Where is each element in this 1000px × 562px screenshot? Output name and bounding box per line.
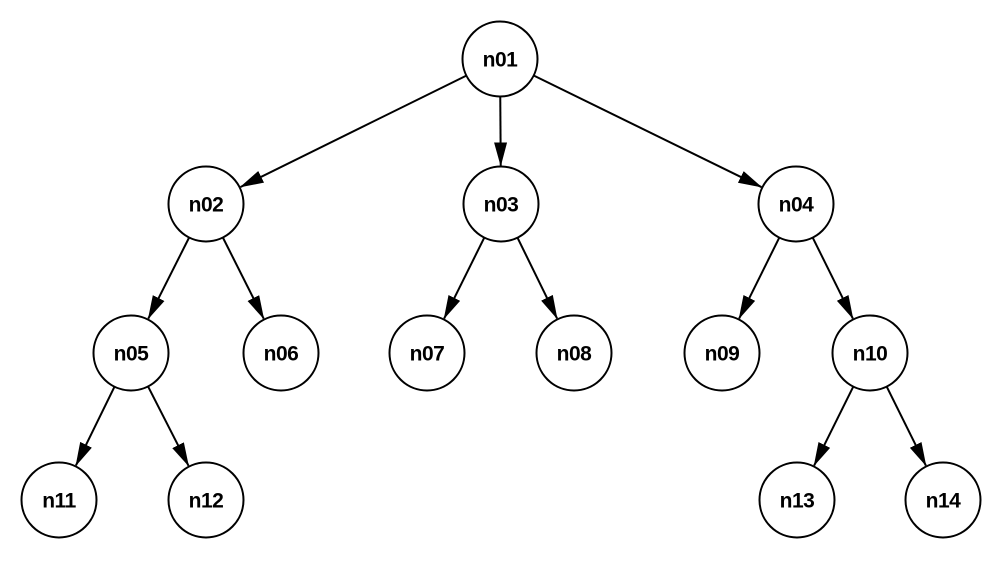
node-circle-n04 — [757, 165, 835, 243]
edge-n03-n07 — [443, 237, 486, 320]
node-label-n03: n03 — [484, 194, 519, 217]
node-circle-n05 — [92, 314, 170, 392]
node-circle-n07 — [388, 314, 466, 392]
node-circle-n11 — [20, 461, 98, 539]
node-label-n08: n08 — [557, 343, 593, 366]
node-n08: n08 — [535, 314, 613, 392]
node-circle-n02 — [167, 165, 245, 243]
edge-n10-n14 — [885, 386, 927, 467]
node-label-n01: n01 — [483, 49, 519, 72]
node-n14: n14 — [904, 461, 982, 539]
node-circle-n03 — [462, 165, 540, 243]
node-n12: n12 — [167, 461, 245, 539]
node-circle-n14 — [904, 461, 982, 539]
node-n02: n02 — [167, 165, 245, 243]
edge-n05-n11 — [75, 386, 116, 467]
node-n07: n07 — [388, 314, 466, 392]
node-n06: n06 — [242, 314, 320, 392]
node-label-n02: n02 — [189, 194, 224, 217]
node-label-n06: n06 — [264, 343, 299, 366]
node-circle-n09 — [683, 314, 761, 392]
node-n11: n11 — [20, 461, 98, 539]
node-label-n05: n05 — [114, 343, 150, 366]
node-circle-n01 — [461, 20, 539, 98]
edge-n03-n08 — [516, 237, 558, 320]
node-circle-n12 — [167, 461, 245, 539]
edge-n04-n10 — [811, 237, 854, 320]
node-circle-n06 — [242, 314, 320, 392]
edge-n04-n09 — [738, 237, 781, 320]
node-n04: n04 — [757, 165, 835, 243]
node-label-n10: n10 — [853, 343, 888, 366]
node-label-n07: n07 — [410, 343, 445, 366]
edge-n05-n12 — [147, 385, 190, 467]
node-n10: n10 — [831, 314, 909, 392]
node-label-n13: n13 — [780, 490, 815, 513]
nodes-layer: n01 n02 n03 n04 n05 n06 n07 n08 n09 n10 n11 n12 n13 n… — [20, 20, 982, 539]
node-label-n11: n11 — [42, 490, 76, 513]
node-n09: n09 — [683, 314, 761, 392]
edge-n01-n02 — [239, 74, 467, 188]
node-circle-n10 — [831, 314, 909, 392]
node-label-n14: n14 — [926, 490, 962, 513]
node-label-n09: n09 — [705, 343, 740, 366]
node-circle-n13 — [758, 461, 836, 539]
node-circle-n08 — [535, 314, 613, 392]
edge-n10-n13 — [813, 386, 855, 467]
edge-n01-n04 — [533, 74, 763, 188]
node-label-n12: n12 — [189, 490, 224, 513]
edge-n02-n06 — [221, 237, 265, 320]
node-n05: n05 — [92, 314, 170, 392]
node-n13: n13 — [758, 461, 836, 539]
node-n01: n01 — [461, 20, 539, 98]
node-label-n04: n04 — [779, 194, 815, 217]
edge-n02-n05 — [147, 237, 191, 320]
node-n03: n03 — [462, 165, 540, 243]
edges-layer — [75, 74, 927, 467]
